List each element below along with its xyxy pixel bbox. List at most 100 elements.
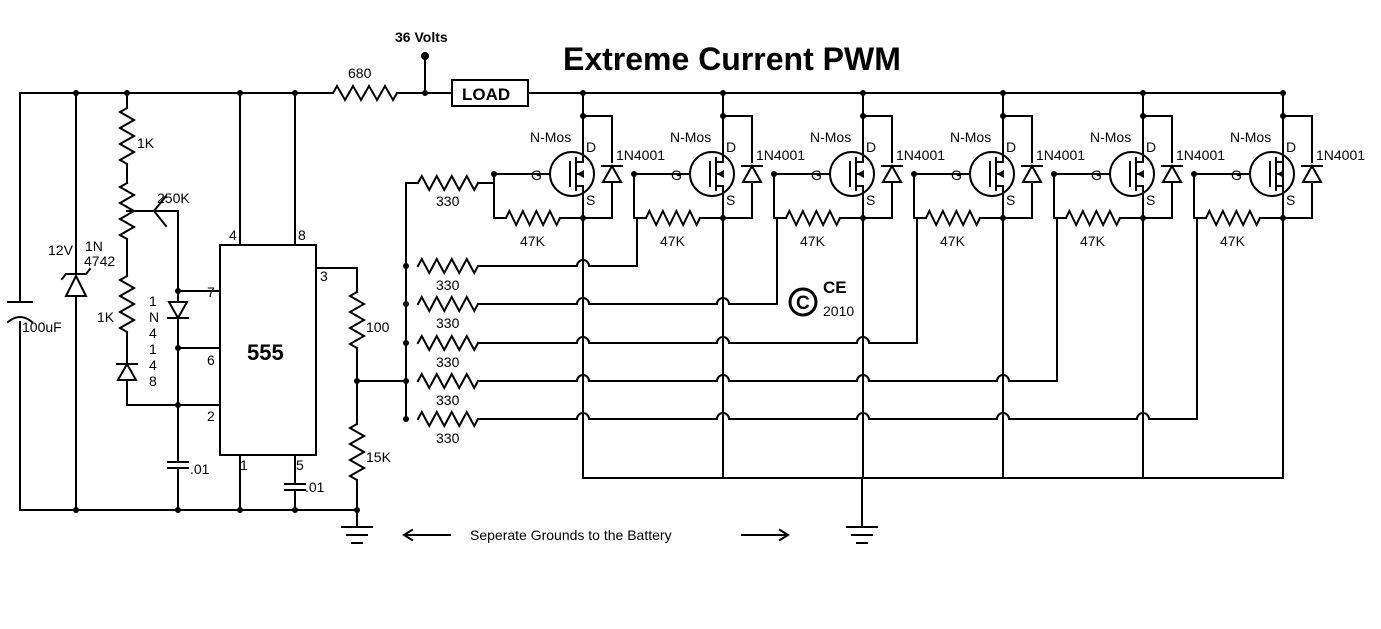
zener-part-a: 1N: [85, 238, 103, 254]
supply-terminal: [421, 52, 429, 60]
gate-resistor-4: [416, 333, 480, 353]
zener-voltage-label: 12V: [48, 242, 74, 258]
gate-resistor-label-1: 330: [436, 193, 460, 209]
mosfet-drain-3: D: [866, 139, 876, 155]
mosfet-source-3: S: [866, 192, 875, 208]
ground-symbol-right: [846, 477, 878, 544]
resistor-1k-mid-label: 1K: [97, 309, 115, 325]
ground-note: Seperate Grounds to the Battery: [470, 527, 672, 543]
pulldown-resistor-label-4: 47K: [940, 233, 966, 249]
mosfet-source-5: S: [1146, 192, 1155, 208]
pulldown-resistor-3: [784, 208, 842, 228]
pulldown-resistor-label-3: 47K: [800, 233, 826, 249]
diode-1n4148-label: 1 N 4 1 4 8: [149, 293, 159, 389]
capacitor-control-label: .01: [305, 479, 325, 495]
svg-text:8: 8: [149, 373, 157, 389]
flyback-diode-label-3: 1N4001: [896, 147, 945, 163]
mosfet-source-4: S: [1006, 192, 1015, 208]
copyright-mark: C CE 2010: [788, 278, 854, 319]
pin-3: 3: [320, 268, 328, 284]
svg-text:1: 1: [149, 341, 157, 357]
load-label: LOAD: [462, 85, 510, 104]
mosfet-source-1: S: [586, 192, 595, 208]
gate-resistor-3: [416, 294, 480, 314]
pulldown-resistor-label-1: 47K: [520, 233, 546, 249]
gate-resistor-label-2: 330: [436, 277, 460, 293]
copyright-logo: CE: [823, 278, 847, 297]
svg-text:4: 4: [149, 325, 157, 341]
mosfet-stages: 1N4001N-MosDSG47K3301N4001N-MosDSG47K330…: [356, 90, 1365, 479]
pulldown-resistor-4: [924, 208, 982, 228]
gate-resistor-label-6: 330: [436, 430, 460, 446]
mosfet-source-6: S: [1286, 192, 1295, 208]
gate-resistor-label-5: 330: [436, 392, 460, 408]
gate-resistor-5: [416, 371, 480, 391]
pin-4: 4: [229, 227, 237, 243]
flyback-diode-label-5: 1N4001: [1176, 147, 1225, 163]
mosfet-drain-5: D: [1146, 139, 1156, 155]
copyright-year: 2010: [823, 303, 854, 319]
pulldown-resistor-6: [1204, 208, 1262, 228]
mosfet-drain-1: D: [586, 139, 596, 155]
pin-7: 7: [207, 284, 215, 300]
svg-text:N: N: [149, 309, 159, 325]
ic-555: [219, 244, 317, 456]
left-section: Extreme Current PWM 36 Volts 680 LOAD 10…: [6, 29, 1284, 544]
resistor-15k: [347, 422, 367, 482]
mosfet-drain-4: D: [1006, 139, 1016, 155]
resistor-15k-label: 15K: [366, 449, 392, 465]
mosfet-label-4: N-Mos: [950, 129, 991, 145]
resistor-100-label: 100: [366, 319, 390, 335]
pulldown-resistor-label-6: 47K: [1220, 233, 1246, 249]
gate-resistor-1: [416, 173, 480, 193]
pin-8: 8: [298, 227, 306, 243]
capacitor-timing-label: .01: [190, 461, 210, 477]
resistor-680-label: 680: [348, 65, 372, 81]
diode-1n4148-upper: [167, 301, 189, 321]
resistor-680: [331, 83, 399, 103]
pin-2: 2: [207, 408, 215, 424]
svg-text:4: 4: [149, 357, 157, 373]
zener-part-b: 4742: [84, 253, 115, 269]
mosfet-label-6: N-Mos: [1230, 129, 1271, 145]
pulldown-resistor-1: [504, 208, 562, 228]
pin-6: 6: [207, 352, 215, 368]
copyright-symbol: C: [796, 293, 810, 314]
gate-resistor-label-4: 330: [436, 354, 460, 370]
pin-5: 5: [296, 457, 304, 473]
ic-label: 555: [247, 340, 284, 365]
pulldown-resistor-2: [644, 208, 702, 228]
potentiometer-label: 250K: [157, 190, 190, 206]
resistor-1k-mid: [117, 274, 137, 334]
svg-text:1: 1: [149, 293, 157, 309]
flyback-diode-label-4: 1N4001: [1036, 147, 1085, 163]
pulldown-resistor-label-2: 47K: [660, 233, 686, 249]
mosfet-label-5: N-Mos: [1090, 129, 1131, 145]
supply-label: 36 Volts: [395, 29, 448, 45]
mosfet-label-3: N-Mos: [810, 129, 851, 145]
zener-diode: [64, 273, 88, 297]
flyback-diode-label-6: 1N4001: [1316, 147, 1365, 163]
mosfet-drain-6: D: [1286, 139, 1296, 155]
diagram-title: Extreme Current PWM: [563, 41, 901, 77]
mosfet-label-1: N-Mos: [530, 129, 571, 145]
flyback-diode-label-2: 1N4001: [756, 147, 805, 163]
resistor-1k-top-label: 1K: [137, 135, 155, 151]
capacitor-100uf-label: 100uF: [22, 319, 62, 335]
gate-resistor-2: [416, 256, 480, 276]
gate-resistor-label-3: 330: [436, 315, 460, 331]
pin-1: 1: [240, 457, 248, 473]
mosfet-label-2: N-Mos: [670, 129, 711, 145]
resistor-1k-top: [117, 106, 137, 166]
pulldown-resistor-label-5: 47K: [1080, 233, 1106, 249]
mosfet-source-2: S: [726, 192, 735, 208]
gate-resistor-6: [416, 409, 480, 429]
resistor-100: [347, 290, 367, 350]
mosfet-drain-2: D: [726, 139, 736, 155]
